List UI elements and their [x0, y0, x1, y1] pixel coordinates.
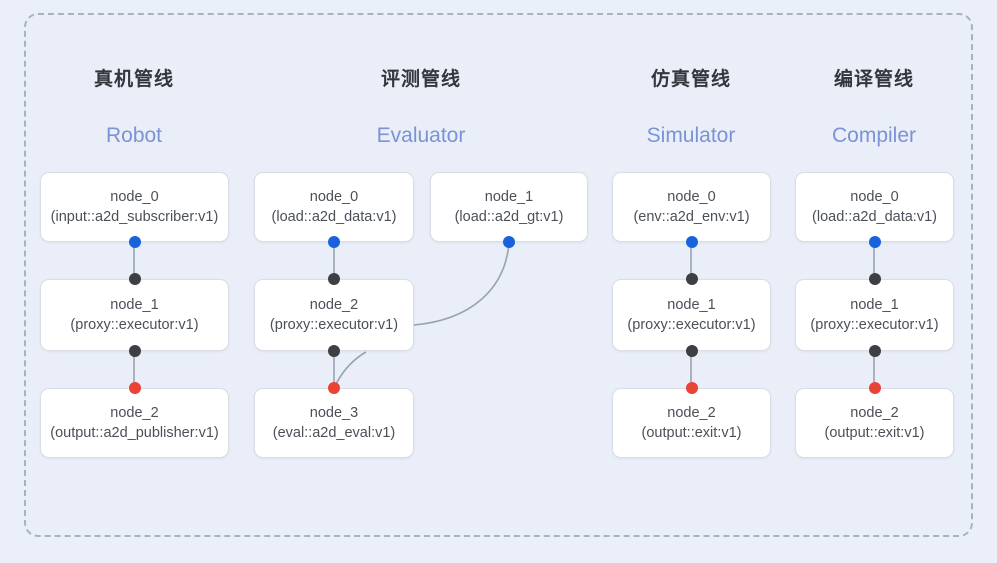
- node-spec: (load::a2d_data:v1): [812, 207, 937, 227]
- node-name: node_0: [667, 187, 715, 207]
- port-dark-top[interactable]: [686, 273, 698, 285]
- port-dark-bottom[interactable]: [686, 345, 698, 357]
- node-name: node_1: [850, 295, 898, 315]
- port-red-top[interactable]: [328, 382, 340, 394]
- node-name: node_0: [850, 187, 898, 207]
- column-title-robot: 真机管线: [14, 64, 254, 91]
- node-box[interactable]: node_0(env::a2d_env:v1): [612, 172, 771, 242]
- node-name: node_2: [310, 295, 358, 315]
- port-dark-top[interactable]: [129, 273, 141, 285]
- node-spec: (input::a2d_subscriber:v1): [51, 207, 219, 227]
- node-spec: (eval::a2d_eval:v1): [273, 423, 396, 443]
- node-spec: (proxy::executor:v1): [70, 315, 198, 335]
- port-blue-bottom[interactable]: [503, 236, 515, 248]
- port-red-top[interactable]: [129, 382, 141, 394]
- node-name: node_2: [110, 403, 158, 423]
- column-title-evaluator: 评测管线: [301, 64, 541, 91]
- port-blue-bottom[interactable]: [328, 236, 340, 248]
- node-box[interactable]: node_0(input::a2d_subscriber:v1): [40, 172, 229, 242]
- node-spec: (proxy::executor:v1): [810, 315, 938, 335]
- node-box[interactable]: node_2(output::exit:v1): [795, 388, 954, 458]
- node-box[interactable]: node_1(load::a2d_gt:v1): [430, 172, 588, 242]
- port-blue-bottom[interactable]: [869, 236, 881, 248]
- node-spec: (output::exit:v1): [825, 423, 925, 443]
- port-dark-bottom[interactable]: [869, 345, 881, 357]
- node-name: node_1: [110, 295, 158, 315]
- node-box[interactable]: node_1(proxy::executor:v1): [40, 279, 229, 351]
- node-spec: (proxy::executor:v1): [627, 315, 755, 335]
- node-name: node_2: [850, 403, 898, 423]
- node-spec: (proxy::executor:v1): [270, 315, 398, 335]
- port-dark-top[interactable]: [869, 273, 881, 285]
- node-box[interactable]: node_1(proxy::executor:v1): [612, 279, 771, 351]
- port-dark-bottom[interactable]: [328, 345, 340, 357]
- port-blue-bottom[interactable]: [686, 236, 698, 248]
- node-name: node_1: [667, 295, 715, 315]
- column-subtitle-evaluator: Evaluator: [301, 124, 541, 148]
- port-red-top[interactable]: [869, 382, 881, 394]
- node-spec: (output::a2d_publisher:v1): [50, 423, 218, 443]
- port-red-top[interactable]: [686, 382, 698, 394]
- port-blue-bottom[interactable]: [129, 236, 141, 248]
- node-box[interactable]: node_0(load::a2d_data:v1): [254, 172, 414, 242]
- node-name: node_0: [310, 187, 358, 207]
- node-name: node_3: [310, 403, 358, 423]
- column-title-compiler: 编译管线: [754, 64, 994, 91]
- node-box[interactable]: node_2(proxy::executor:v1): [254, 279, 414, 351]
- node-box[interactable]: node_2(output::a2d_publisher:v1): [40, 388, 229, 458]
- node-box[interactable]: node_0(load::a2d_data:v1): [795, 172, 954, 242]
- node-box[interactable]: node_3(eval::a2d_eval:v1): [254, 388, 414, 458]
- node-name: node_2: [667, 403, 715, 423]
- node-spec: (load::a2d_data:v1): [272, 207, 397, 227]
- port-dark-top[interactable]: [328, 273, 340, 285]
- column-subtitle-compiler: Compiler: [754, 124, 994, 148]
- node-box[interactable]: node_2(output::exit:v1): [612, 388, 771, 458]
- diagram-panel: [24, 13, 973, 537]
- column-subtitle-robot: Robot: [14, 124, 254, 148]
- node-name: node_1: [485, 187, 533, 207]
- port-dark-bottom[interactable]: [129, 345, 141, 357]
- node-spec: (output::exit:v1): [642, 423, 742, 443]
- node-spec: (load::a2d_gt:v1): [455, 207, 564, 227]
- node-box[interactable]: node_1(proxy::executor:v1): [795, 279, 954, 351]
- node-spec: (env::a2d_env:v1): [633, 207, 749, 227]
- node-name: node_0: [110, 187, 158, 207]
